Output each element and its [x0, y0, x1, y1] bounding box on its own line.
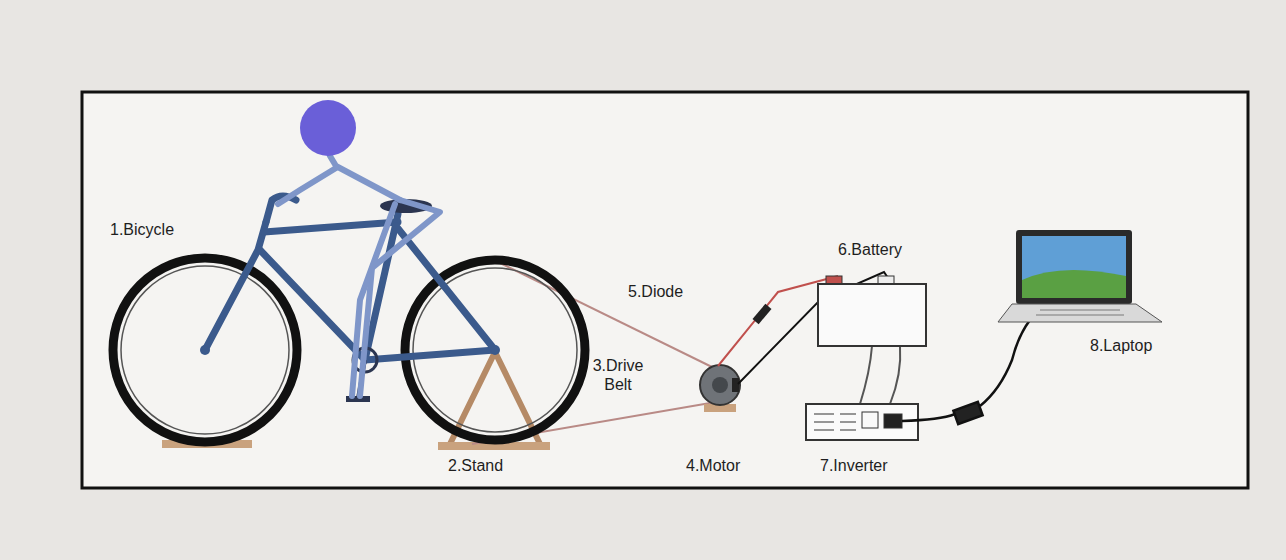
bicycle-frame	[205, 196, 495, 360]
part-label: 4.Motor	[686, 456, 740, 475]
diode-symbol	[753, 304, 772, 324]
drive-belt	[472, 262, 716, 444]
motor	[700, 365, 740, 412]
frame	[82, 92, 1248, 488]
part-label: 2.Stand	[448, 456, 503, 475]
part-label: 3.Drive Belt	[578, 356, 658, 394]
inverter	[806, 404, 918, 440]
rider	[278, 156, 440, 396]
wheels	[113, 258, 585, 442]
laptop	[998, 230, 1162, 322]
rider-head	[300, 100, 356, 156]
part-label: 1.Bicycle	[110, 220, 174, 239]
part-label: 5.Diode	[628, 282, 683, 301]
laptop-cable	[902, 320, 1030, 424]
battery	[818, 276, 926, 346]
part-label: 7.Inverter	[820, 456, 888, 475]
part-label: 8.Laptop	[1090, 336, 1152, 355]
part-label: 6.Battery	[838, 240, 902, 259]
